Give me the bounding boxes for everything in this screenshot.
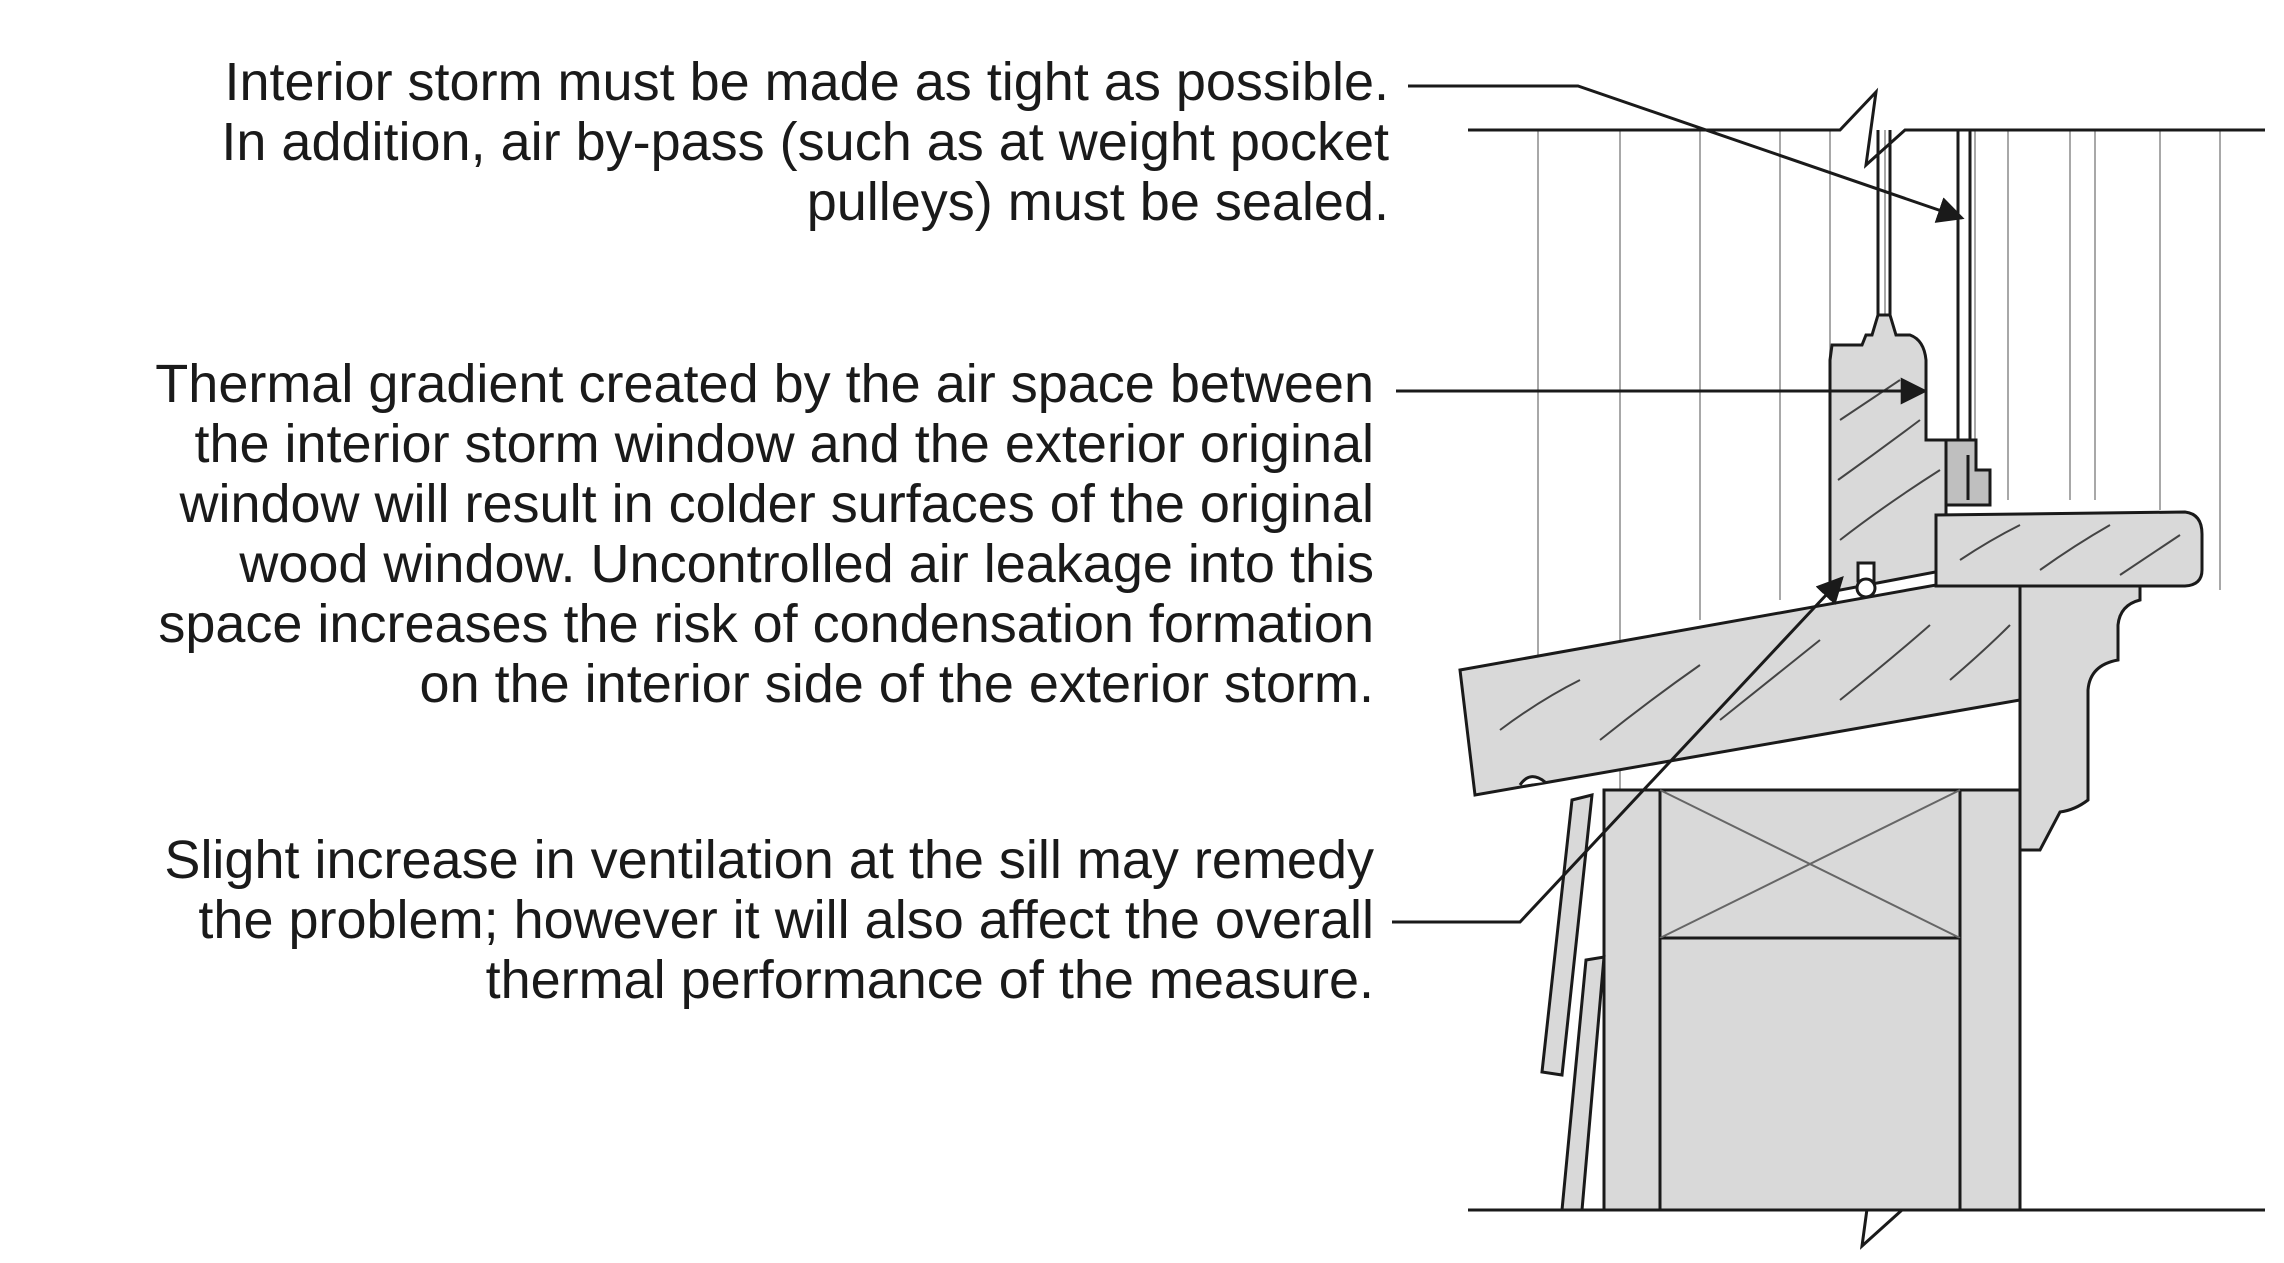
callout-line: Interior storm must be made as tight as … [224,52,1389,112]
callout-line: window will result in colder surfaces of… [179,474,1374,534]
sill-gasket [1855,561,1877,599]
exterior-siding-upper [1540,793,1594,1077]
exterior-siding-lower [1560,955,1606,1212]
sash-wood-grain [1837,379,1941,541]
exterior-sloped-sill [1458,583,2022,797]
callout-line: Thermal gradient created by the air spac… [155,354,1374,414]
stool-wood-grain [1959,524,2181,576]
callout-line: on the interior side of the exterior sto… [419,654,1374,714]
callout-line: wood window. Uncontrolled air leakage in… [239,534,1374,594]
callout-line: the problem; however it will also affect… [198,890,1374,950]
leader-arrow-airtightness [1408,84,1965,223]
callout-line: In addition, air by-pass (such as at wei… [221,112,1389,172]
exterior-storm-glazing [1876,130,1892,345]
callout-line: space increases the risk of condensation… [158,594,1374,654]
callout-thermal-gradient: Thermal gradient created by the air spac… [155,354,1374,714]
sill-wood-grain [1499,624,2011,741]
callout-ventilation: Slight increase in ventilation at the si… [164,830,1374,1010]
interior-storm-glazing [1956,130,1972,440]
callout-line: the interior storm window and the exteri… [194,414,1374,474]
stud-lines [1658,938,1962,1210]
callout-line: pulleys) must be sealed. [806,172,1389,232]
leader-arrow-ventilation [1392,576,1844,924]
callout-line: thermal performance of the measure. [485,950,1374,1010]
callout-airtightness: Interior storm must be made as tight as … [221,52,1389,232]
sill-plate-cross [1659,789,1961,939]
sill-drip-groove [1518,775,1546,786]
top-break-line [1468,87,2265,169]
apron-bracket [2018,584,2142,852]
callout-line: Slight increase in ventilation at the si… [164,830,1374,890]
original-sash-bottom-rail [1828,313,1948,594]
